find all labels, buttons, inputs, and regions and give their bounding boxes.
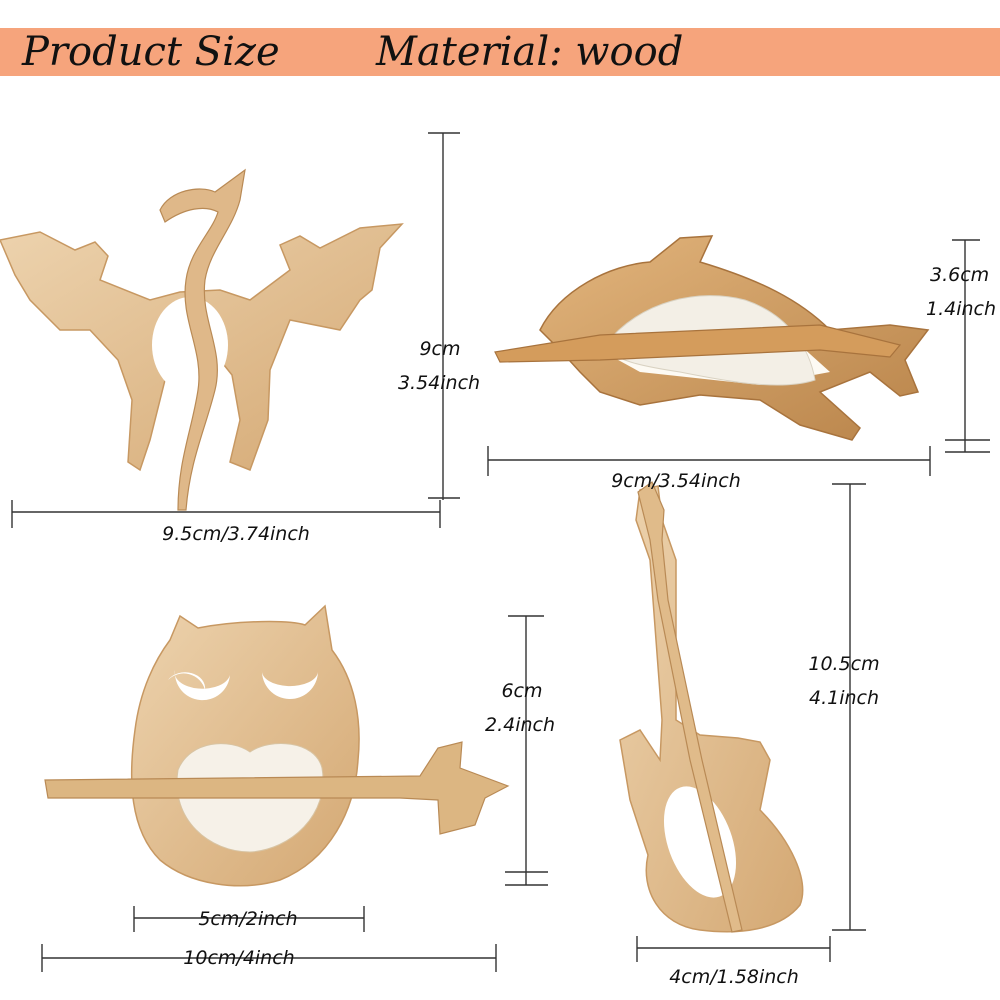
dragon-height-cm: 9cm [419,338,461,360]
dragon-width: 9.5cm/3.74inch [162,523,310,545]
dragon-height-inch: 3.54inch [397,372,481,394]
material-label: Material: wood [376,29,684,75]
dolphin-width: 9cm/3.54inch [611,470,741,492]
guitar-brooch-image [619,481,804,933]
product-size-title: Product Size [22,29,280,75]
guitar-height-inch: 4.1inch [808,687,880,709]
owl-height-cm: 6cm [501,680,543,702]
dolphin-height-inch: 1.4inch [926,298,997,320]
guitar-width: 4cm/1.58inch [669,966,799,988]
dimension-lines [11,132,990,972]
owl-height-inch: 2.4inch [484,714,556,736]
dragon-brooch-image [0,168,404,511]
dolphin-height-cm: 3.6cm [930,264,990,286]
owl-inner-width: 5cm/2inch [198,908,298,930]
owl-width: 10cm/4inch [183,947,295,969]
header-banner [0,28,1000,76]
dolphin-brooch-image [494,235,930,441]
owl-brooch-image [44,604,510,887]
guitar-height-cm: 10.5cm [808,653,880,675]
